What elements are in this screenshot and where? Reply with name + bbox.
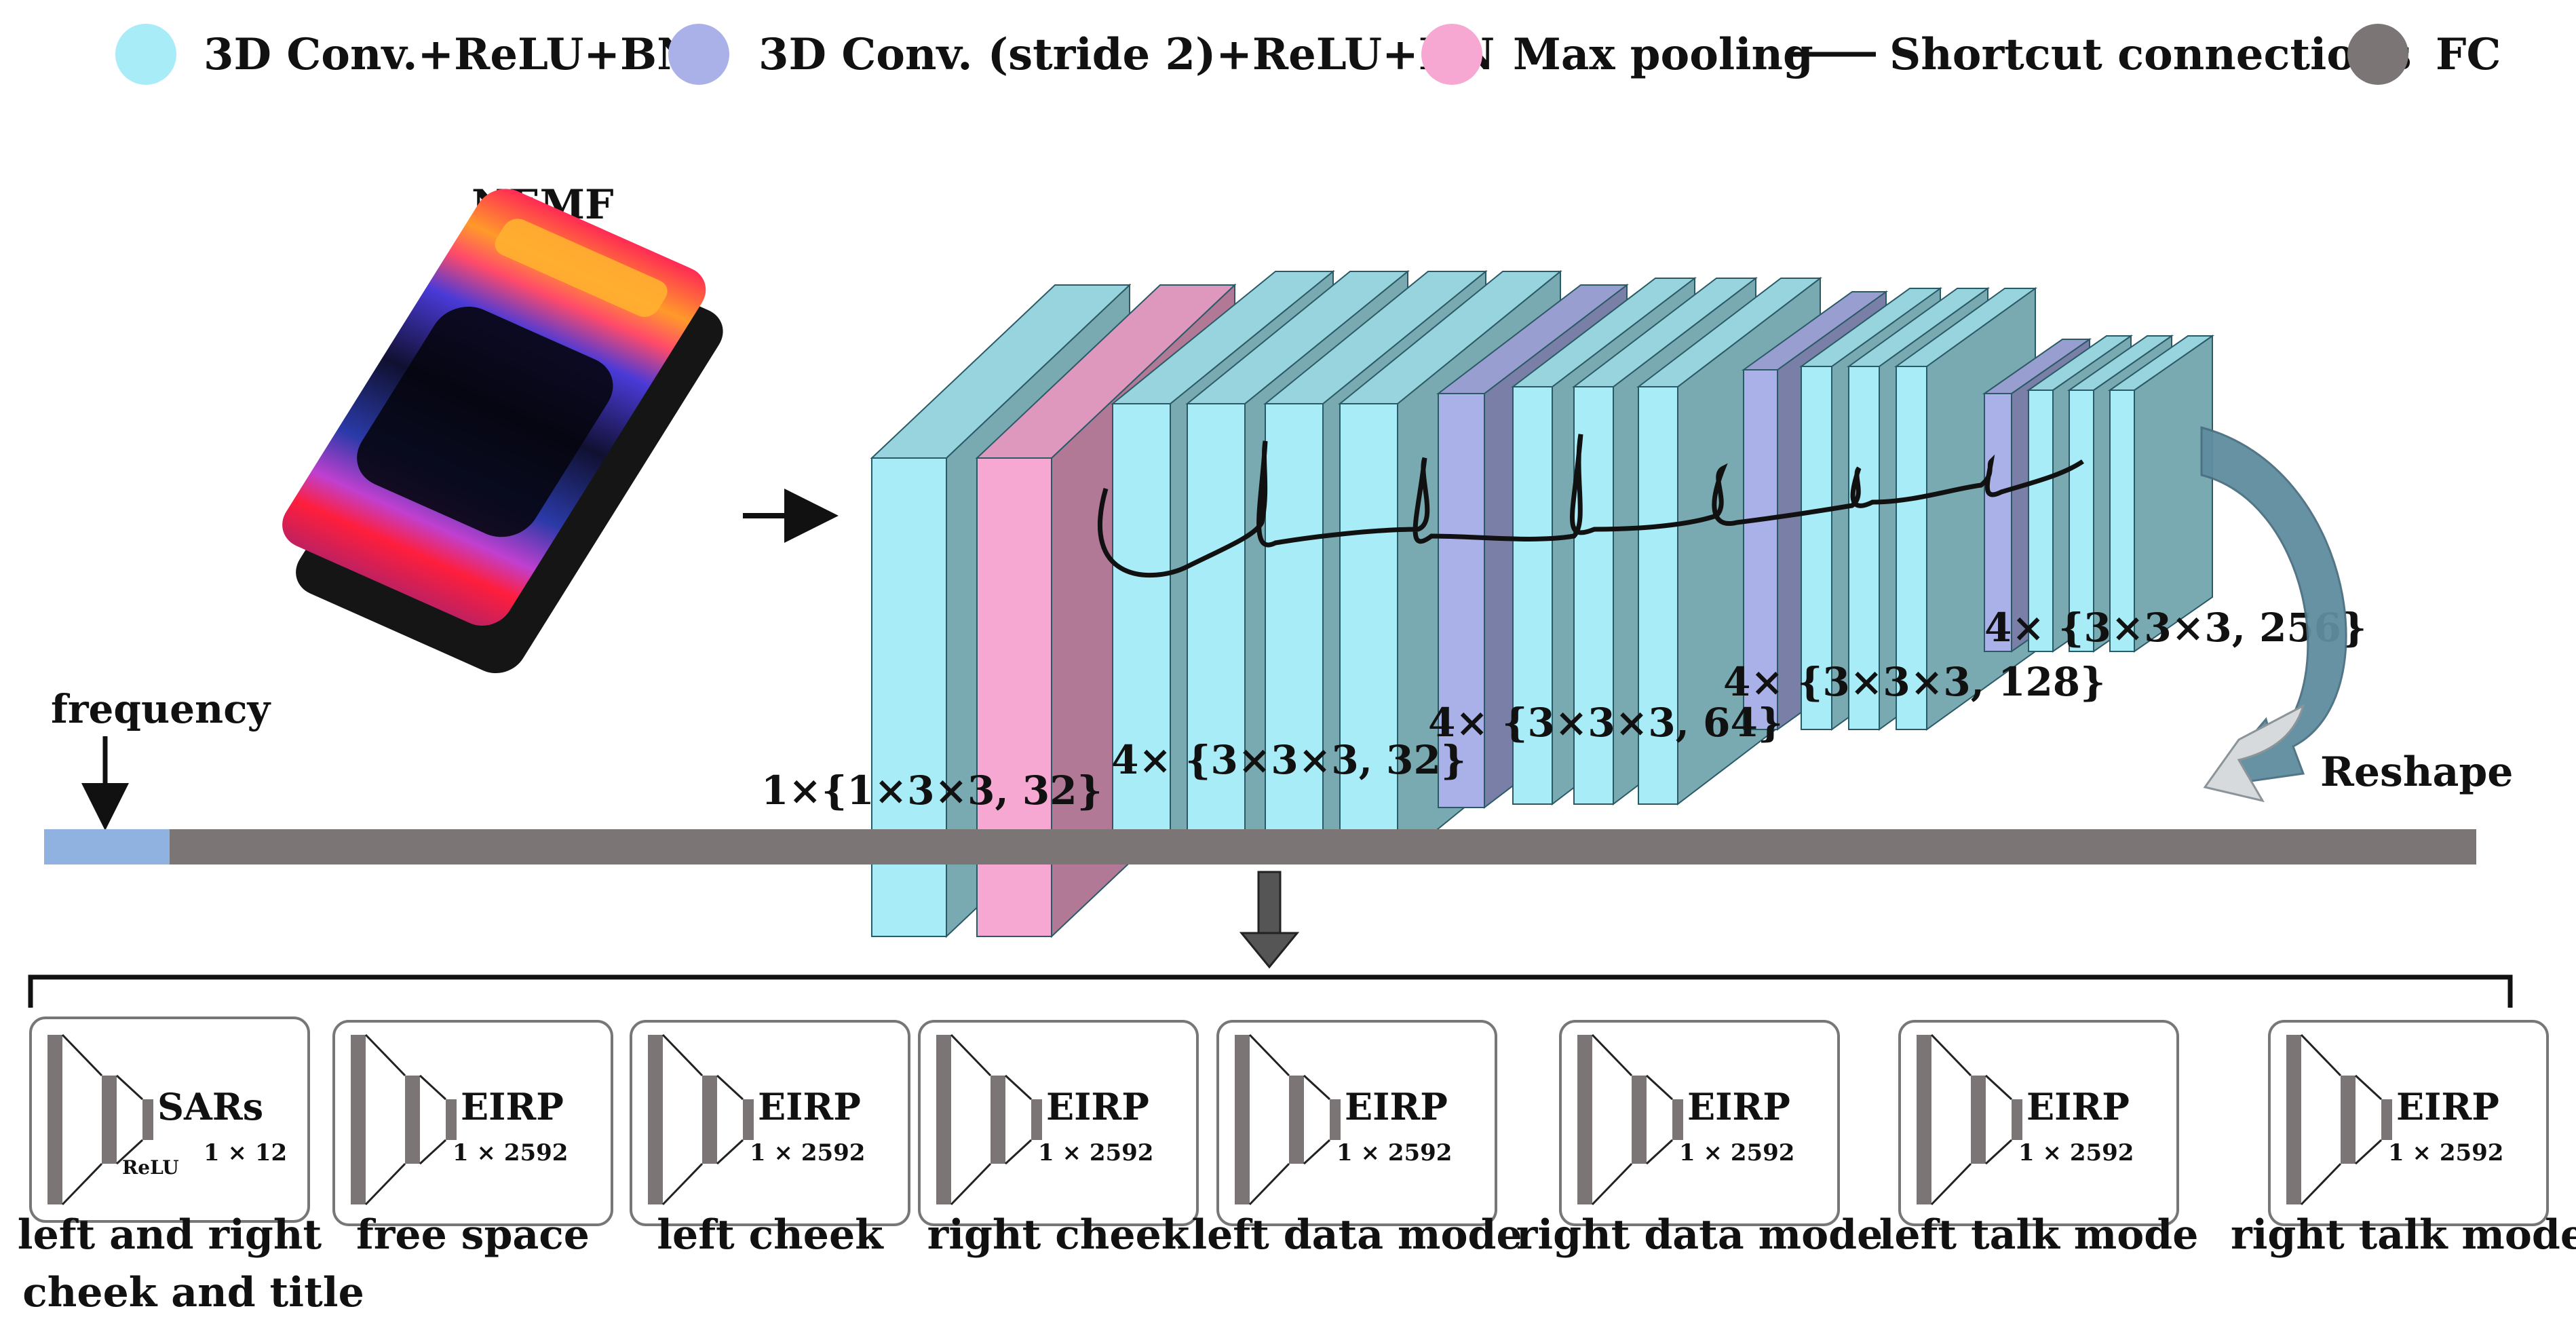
stage5-label: 4× {3×3×3, 256} (1984, 605, 2366, 651)
fc-bar (170, 829, 2476, 864)
head-output-dim: 1 × 2592 (2018, 1139, 2134, 1166)
fc-layer (936, 1035, 951, 1204)
head-box (332, 1020, 613, 1226)
cnn-blocks (870, 269, 2215, 938)
head-output-label: EIRP (2396, 1085, 2499, 1128)
head-box (1559, 1020, 1840, 1226)
head-box (630, 1020, 910, 1226)
head-caption: free space (356, 1211, 590, 1259)
head-caption: right cheek (927, 1211, 1191, 1259)
stage2-label: 4× {3×3×3, 32} (1111, 737, 1466, 783)
head-output-dim: 1 × 2592 (1038, 1139, 1153, 1166)
fc-layer (2012, 1099, 2022, 1140)
fc-layer (1672, 1099, 1683, 1140)
reshape-label: Reshape (2320, 748, 2513, 796)
fc-layer (1917, 1035, 1931, 1204)
fc-layer (648, 1035, 663, 1204)
fc-layer (446, 1099, 457, 1140)
fc-legend-swatch (2347, 24, 2408, 85)
fc-layer (2381, 1099, 2392, 1140)
head-caption: left cheek (657, 1211, 884, 1259)
head-box (1216, 1020, 1497, 1226)
head-output-dim: 1 × 2592 (1679, 1139, 1794, 1166)
head-caption: left data mode (1191, 1211, 1522, 1259)
head-output-label: EIRP (758, 1085, 861, 1128)
fc-layer (142, 1099, 153, 1140)
fc-layer (1971, 1076, 1986, 1164)
frequency-label: frequency (51, 686, 272, 732)
fc-layer (743, 1099, 754, 1140)
fc-layer (1577, 1035, 1592, 1204)
conv-block (2107, 335, 2215, 653)
head-output-dim: 1 × 2592 (2388, 1139, 2503, 1166)
shortcut-connections (1098, 434, 2084, 578)
head-box (1898, 1020, 2179, 1226)
heads-bracket (28, 974, 2513, 1008)
output-head: EIRP 1 × 2592 left talk mode (1879, 1020, 2199, 1259)
head-output-label: SARs (157, 1085, 263, 1128)
head-output-dim: 1 × 2592 (453, 1139, 568, 1166)
head-caption: left and right (18, 1211, 322, 1259)
head-activation-label: ReLU (122, 1156, 179, 1179)
head-box (29, 1016, 310, 1223)
head-output-dim: 1 × 2592 (1337, 1139, 1452, 1166)
maxpool-legend-label: Max pooling (1513, 29, 1813, 80)
fc-layer (1289, 1076, 1304, 1164)
output-heads: SARs 1 × 12 ReLU left and right cheek and ti… (18, 1016, 2576, 1316)
fc-layer (991, 1076, 1005, 1164)
phone-heatmap (282, 189, 706, 626)
head-box (2268, 1020, 2549, 1226)
fc-layer (102, 1076, 117, 1164)
output-head: EIRP 1 × 2592 left data mode (1191, 1020, 1522, 1259)
output-head: EIRP 1 × 2592 free space (332, 1020, 613, 1259)
fc-layer (405, 1076, 420, 1164)
frequency-segment (44, 829, 170, 864)
fc-layer (1235, 1035, 1250, 1204)
output-head: EIRP 1 × 2592 right talk mode (2231, 1020, 2576, 1259)
head-output-label: EIRP (1687, 1085, 1790, 1128)
conv-stride-legend-swatch (668, 24, 729, 85)
output-head: SARs 1 × 12 ReLU left and right cheek and ti… (18, 1016, 364, 1316)
stage1-label: 1×{1×3×3, 32} (761, 767, 1102, 814)
head-caption-line2: cheek and title (22, 1269, 364, 1316)
head-output-dim: 1 × 2592 (750, 1139, 865, 1166)
conv-legend-label: 3D Conv.+ReLU+BN (204, 29, 697, 80)
head-output-label: EIRP (461, 1085, 564, 1128)
head-box (918, 1020, 1199, 1226)
fc-layer (2341, 1076, 2356, 1164)
head-output-label: EIRP (2026, 1085, 2130, 1128)
conv-stride-legend-label: 3D Conv. (stride 2)+ReLU+BN (758, 29, 1495, 80)
stage3-label: 4× {3×3×3, 64} (1428, 700, 1783, 746)
fc-layer (702, 1076, 717, 1164)
nemf-input: NEMF (282, 181, 839, 674)
fc-legend-label: FC (2436, 29, 2501, 80)
stage4-label: 4× {3×3×3, 128} (1723, 659, 2105, 705)
head-caption: right talk mode (2231, 1211, 2576, 1259)
fc-layer (1031, 1099, 1042, 1140)
fc-layer (2286, 1035, 2301, 1204)
fc-layer (1330, 1099, 1341, 1140)
fc-layer (47, 1035, 62, 1204)
output-head: EIRP 1 × 2592 left cheek (630, 1020, 910, 1259)
output-head: EIRP 1 × 2592 right cheek (918, 1020, 1199, 1259)
head-caption: left talk mode (1879, 1211, 2199, 1259)
head-output-label: EIRP (1046, 1085, 1149, 1128)
fc-layer (1632, 1076, 1647, 1164)
head-caption: right data mode (1516, 1211, 1883, 1259)
conv-legend-swatch (115, 24, 176, 85)
head-output-dim: 1 × 12 (204, 1139, 287, 1166)
fc-layer (351, 1035, 366, 1204)
shortcut-legend-label: Shortcut connections (1889, 29, 2412, 80)
heads-arrow (1239, 871, 1300, 969)
head-output-label: EIRP (1345, 1085, 1448, 1128)
output-head: EIRP 1 × 2592 right data mode (1516, 1020, 1883, 1259)
legend: 3D Conv.+ReLU+BN 3D Conv. (stride 2)+ReL… (115, 24, 2501, 85)
maxpool-legend-swatch (1421, 24, 1482, 85)
reshape-arrow: Reshape (2200, 426, 2513, 803)
